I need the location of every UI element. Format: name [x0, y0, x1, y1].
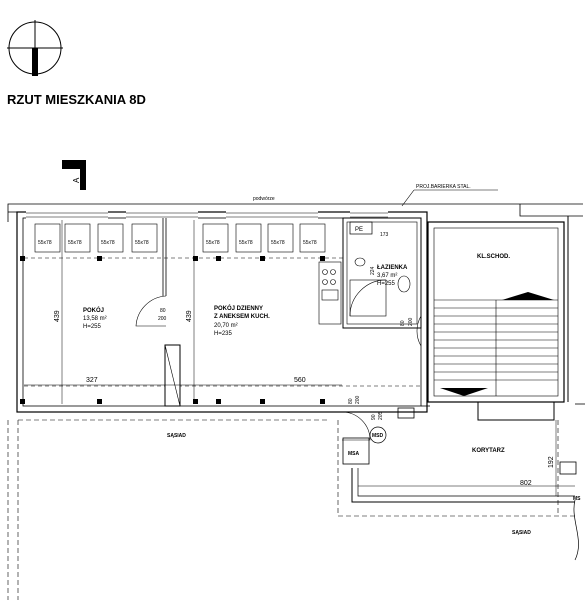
dim-560: 560: [294, 377, 306, 384]
entrance-height: 200: [355, 395, 361, 404]
misc-lines: [8, 211, 430, 407]
window-label: 55x78: [38, 240, 52, 246]
room-name-living: POKÓJ DZIENNY: [214, 304, 263, 312]
bath-door-width: 80: [400, 320, 406, 326]
dimension-lines: [24, 220, 342, 404]
dim-224: 224: [370, 266, 376, 275]
stair-up-arrow-icon: [502, 292, 554, 300]
window-label: 55x78: [68, 240, 82, 246]
railing-line: [7, 203, 583, 222]
dim-439-left: 439: [54, 310, 61, 322]
shower: [349, 279, 387, 317]
sink-icon: [354, 257, 366, 267]
window-label: 55x78: [239, 240, 253, 246]
staircase-steps: [434, 299, 558, 396]
dim-327: 327: [86, 377, 98, 384]
page-title: RZUT MIESZKANIA 8D: [7, 92, 146, 107]
north-arrow-icon: [7, 20, 63, 76]
room-area-pokoj: 13,58 m²: [83, 316, 107, 322]
msr-partial-label: MS: [573, 496, 581, 502]
msa-unit: [342, 437, 370, 465]
msd-marker-icon: [369, 426, 387, 444]
pe-label: PE: [355, 227, 363, 233]
dim-439-right: 439: [186, 310, 193, 322]
dim-192: 192: [548, 456, 555, 468]
bathroom-name: ŁAZIENKA: [377, 265, 408, 271]
door-swing: [135, 295, 167, 327]
railing-label: PROJ.BARIERKA STAL.: [416, 184, 471, 190]
neighbor-label-bottom: SĄSIAD: [512, 530, 531, 536]
msa-label: MSA: [348, 451, 360, 457]
window-label: 55x78: [303, 240, 317, 246]
toilet-icon: [397, 275, 411, 293]
door-height: 200: [158, 316, 167, 322]
room-name-pokoj: POKÓJ: [83, 306, 104, 314]
stair-down-arrow-icon: [440, 388, 488, 396]
top-windows: [26, 209, 388, 221]
dim-173: 173: [380, 232, 389, 238]
kitchen-counter: [318, 261, 342, 325]
section-marker: A: [62, 160, 86, 190]
bathroom-walls: [342, 217, 422, 329]
room-area-living: 20,70 m²: [214, 323, 238, 329]
corridor-walls: [351, 401, 577, 503]
section-marker-label: A: [72, 177, 81, 183]
staircase-label: KL.SCHOD.: [477, 254, 510, 260]
entrance-door-swing: [341, 411, 371, 441]
room-name-living-2: Z ANEKSEM KUCH.: [214, 314, 270, 320]
room-height-living: H=235: [214, 331, 233, 337]
room-height-pokoj: H=255: [83, 324, 102, 330]
neighbor-label-left: SĄSIAD: [167, 433, 186, 439]
skylight-labels: 55x78 55x78 55x78 55x78 55x78 55x78 55x7…: [38, 240, 317, 246]
corridor-label: KORYTARZ: [472, 448, 505, 454]
skylight-windows: [34, 223, 326, 253]
right-walls: [519, 204, 585, 561]
bathroom-height: H=255: [377, 281, 396, 287]
window-label: 55x78: [101, 240, 115, 246]
neighbor-boundary: [7, 419, 575, 600]
window-label: 55x78: [271, 240, 285, 246]
bathroom-area: 3,67 m²: [377, 273, 397, 279]
entrance-width-2: 90: [371, 414, 377, 420]
dim-802: 802: [520, 480, 532, 487]
bath-door-height: 200: [408, 317, 414, 326]
entrance-height-2: 205: [378, 411, 384, 420]
door-width: 80: [160, 308, 166, 314]
courtyard-label: podwórze: [253, 196, 275, 202]
window-label: 55x78: [206, 240, 220, 246]
msd-label: MSD: [372, 433, 384, 439]
bath-door-swing: [416, 315, 422, 347]
window-label: 55x78: [135, 240, 149, 246]
entrance-width: 80: [348, 398, 354, 404]
columns: [20, 256, 325, 404]
interior-wall: [162, 218, 181, 407]
